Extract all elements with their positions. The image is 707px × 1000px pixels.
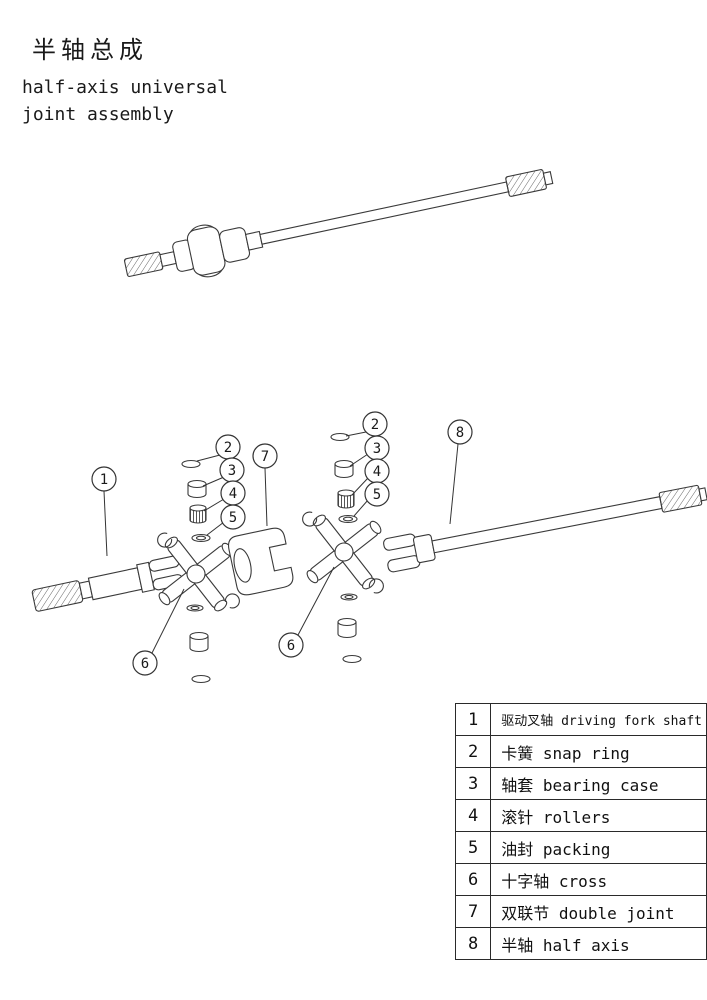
svg-text:1: 1	[100, 472, 108, 488]
part-number: 2	[454, 735, 492, 768]
snap-ring	[342, 654, 362, 664]
callout-5: 5	[220, 504, 246, 530]
parts-table: 1 驱动叉轴 driving fork shaft 2 卡簧 snap ring…	[454, 703, 707, 960]
c-clip	[368, 578, 384, 594]
svg-text:8: 8	[456, 425, 464, 441]
table-row: 4 滚针 rollers	[454, 799, 707, 832]
spline-end-right	[505, 169, 547, 197]
part-label: 十字轴 cross	[490, 863, 707, 896]
callout-2: 2	[215, 434, 241, 460]
cross-right	[306, 514, 382, 590]
svg-text:2: 2	[224, 440, 232, 456]
svg-text:6: 6	[287, 638, 295, 654]
c-clip	[157, 532, 173, 548]
part-number: 1	[454, 703, 492, 736]
svg-text:2: 2	[371, 417, 379, 433]
fork-prong-top	[383, 533, 417, 551]
needle-rollers	[337, 489, 355, 509]
fork-prong-bottom	[387, 555, 421, 573]
spline-end	[31, 580, 84, 612]
table-row: 5 油封 packing	[454, 831, 707, 864]
part-number: 5	[454, 831, 492, 864]
double-joint-yoke	[228, 527, 294, 596]
part-label: 驱动叉轴 driving fork shaft	[490, 703, 707, 736]
c-clip	[224, 593, 240, 609]
cross-left	[158, 536, 234, 612]
part-number: 6	[454, 863, 492, 896]
bearing-case	[189, 631, 209, 653]
table-row: 3 轴套 bearing case	[454, 767, 707, 800]
table-row: 1 驱动叉轴 driving fork shaft	[454, 703, 707, 736]
part-label: 滚针 rollers	[490, 799, 707, 832]
part-label: 油封 packing	[490, 831, 707, 864]
bearing-case	[187, 479, 207, 499]
oil-seal	[186, 604, 204, 612]
part-number: 4	[454, 799, 492, 832]
leader-lines	[103, 431, 459, 654]
callout-7: 7	[252, 443, 278, 469]
page-title-english-line1: half-axis universal	[22, 77, 228, 98]
bearing-case	[337, 617, 357, 639]
part-label: 卡簧 snap ring	[490, 735, 707, 768]
callout-4b: 4	[364, 458, 390, 484]
assembled-axle-view	[123, 169, 554, 278]
table-row: 7 双联节 double joint	[454, 895, 707, 928]
oil-seal	[338, 514, 358, 524]
svg-text:3: 3	[228, 463, 236, 479]
snap-ring	[330, 432, 350, 442]
driving-fork-shaft	[31, 555, 184, 612]
svg-text:6: 6	[141, 656, 149, 672]
part-label: 轴套 bearing case	[490, 767, 707, 800]
callout-2b: 2	[362, 411, 388, 437]
svg-text:4: 4	[229, 486, 237, 502]
snap-ring	[181, 459, 201, 469]
callout-3b: 3	[364, 435, 390, 461]
shaft-body	[431, 496, 663, 554]
c-clip	[302, 511, 318, 527]
page-title-english-line2: joint assembly	[22, 104, 174, 125]
part-label: 双联节 double joint	[490, 895, 707, 928]
callout-5b: 5	[364, 481, 390, 507]
spline-end-left	[123, 251, 164, 277]
callout-8: 8	[447, 419, 473, 445]
part-number: 3	[454, 767, 492, 800]
svg-text:4: 4	[373, 464, 381, 480]
svg-text:5: 5	[229, 510, 237, 526]
table-row: 6 十字轴 cross	[454, 863, 707, 896]
oil-seal	[191, 533, 211, 543]
table-row: 2 卡簧 snap ring	[454, 735, 707, 768]
table-row: 8 半轴 half axis	[454, 927, 707, 960]
page-title-chinese: 半轴总成	[32, 36, 148, 64]
callout-3: 3	[219, 457, 245, 483]
part-label: 半轴 half axis	[490, 927, 707, 960]
needle-rollers	[189, 504, 207, 524]
callout-4: 4	[220, 480, 246, 506]
page-title-english: half-axis universal joint assembly	[22, 74, 228, 128]
svg-text:7: 7	[261, 449, 269, 465]
part-number: 7	[454, 895, 492, 928]
callouts: 1 2 3 4 5 7 6	[91, 411, 473, 676]
part-number: 8	[454, 927, 492, 960]
axle-shaft-body	[259, 181, 510, 245]
bearing-case	[334, 459, 354, 479]
callout-1: 1	[91, 466, 117, 492]
callout-6-right: 6	[278, 632, 304, 658]
snap-ring	[191, 674, 211, 684]
svg-text:5: 5	[373, 487, 381, 503]
svg-text:3: 3	[373, 441, 381, 457]
oil-seal	[340, 593, 358, 601]
spline-end	[658, 484, 703, 513]
half-axis-shaft	[383, 484, 707, 573]
callout-6-left: 6	[132, 650, 158, 676]
